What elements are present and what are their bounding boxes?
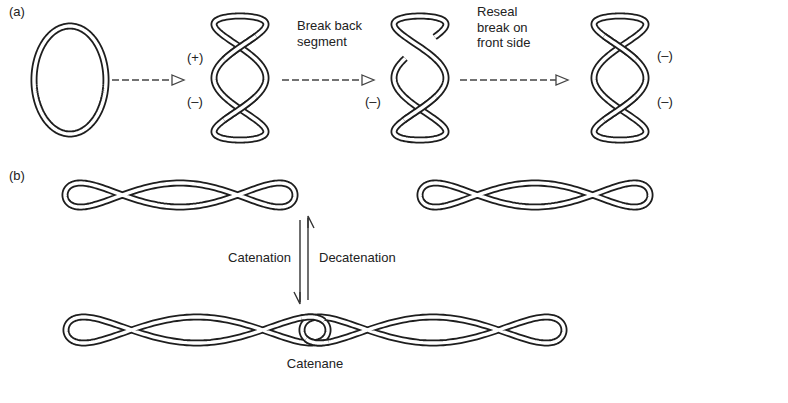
supercoiled-circle-outer <box>65 183 295 207</box>
crossing-over <box>404 97 436 120</box>
step-label: Break back segment <box>296 18 364 49</box>
catenane-ring-outer <box>302 317 564 343</box>
link-over-outer <box>306 339 329 343</box>
catenane-ring-inner <box>302 317 564 343</box>
crossing-sign: (–) <box>364 94 382 110</box>
arrow-shaft <box>307 218 308 300</box>
crossing-over-outer <box>404 97 436 120</box>
resealed-loop <box>594 16 646 140</box>
link-over <box>301 317 324 321</box>
relaxed-circle-outer <box>34 26 106 134</box>
process-arrow <box>460 75 568 85</box>
crossing-over-inner <box>604 97 636 120</box>
crossing-sign: (–) <box>186 94 204 110</box>
crossing-over-inner <box>404 97 436 120</box>
crossing-over-outer <box>604 97 636 120</box>
resealed-loop-inner <box>594 16 646 140</box>
catenane-ring-outer <box>66 317 328 343</box>
reaction-label: Decatenation <box>318 250 397 266</box>
panel-label: (b) <box>8 168 26 184</box>
reaction-label: Catenation <box>227 250 292 266</box>
crossing-over <box>604 97 636 120</box>
process-arrow <box>282 75 374 85</box>
supercoil-loop <box>214 16 266 140</box>
supercoiled-circle-outer <box>420 183 650 207</box>
resealed-loop-outer <box>594 16 646 140</box>
product-label: Catenane <box>286 356 344 372</box>
arrow-head <box>294 292 300 304</box>
crossing-sign: (+) <box>186 50 204 66</box>
arrow-head <box>556 75 568 85</box>
broken-loop-outer <box>394 16 446 140</box>
crossing-over <box>224 36 256 59</box>
relaxed-circle-inner <box>34 26 106 134</box>
crossing-over-outer <box>604 36 636 59</box>
arrow-shaft <box>112 79 172 81</box>
catenane-ring <box>66 317 328 343</box>
supercoil-loop-inner <box>214 16 266 140</box>
crossing-over <box>224 97 256 120</box>
crossing-over <box>604 36 636 59</box>
crossing-over-inner <box>224 97 256 120</box>
supercoiled-circle <box>65 183 295 207</box>
crossing-sign: (–) <box>656 48 674 64</box>
link-over <box>306 339 329 343</box>
supercoiled-circle <box>420 183 650 207</box>
crossing-sign: (–) <box>656 94 674 110</box>
step-label: Reseal break on front side <box>476 4 550 51</box>
link-over-outer <box>301 317 324 321</box>
arrow-head <box>362 75 374 85</box>
arrow-shaft <box>282 79 362 81</box>
catenane-ring-inner <box>66 317 328 343</box>
arrow-head <box>308 216 314 228</box>
equilibrium-arrows <box>294 216 314 304</box>
crossing-over-inner <box>604 36 636 59</box>
catenane-ring <box>302 317 564 343</box>
arrow-shaft <box>460 79 556 81</box>
supercoiled-circle-inner <box>420 183 650 207</box>
relaxed-circle <box>34 26 106 134</box>
link-over-inner <box>301 317 324 321</box>
supercoil-loop-outer <box>214 16 266 140</box>
crossing-over-inner <box>224 36 256 59</box>
crossing-over-outer <box>224 36 256 59</box>
broken-loop <box>394 16 446 140</box>
supercoiled-circle-inner <box>65 183 295 207</box>
process-arrow <box>112 75 184 85</box>
link-over-inner <box>306 339 329 343</box>
arrow-head <box>172 75 184 85</box>
crossing-over-outer <box>224 97 256 120</box>
broken-loop-inner <box>394 16 446 140</box>
arrow-shaft <box>299 220 300 302</box>
panel-label: (a) <box>8 4 26 20</box>
